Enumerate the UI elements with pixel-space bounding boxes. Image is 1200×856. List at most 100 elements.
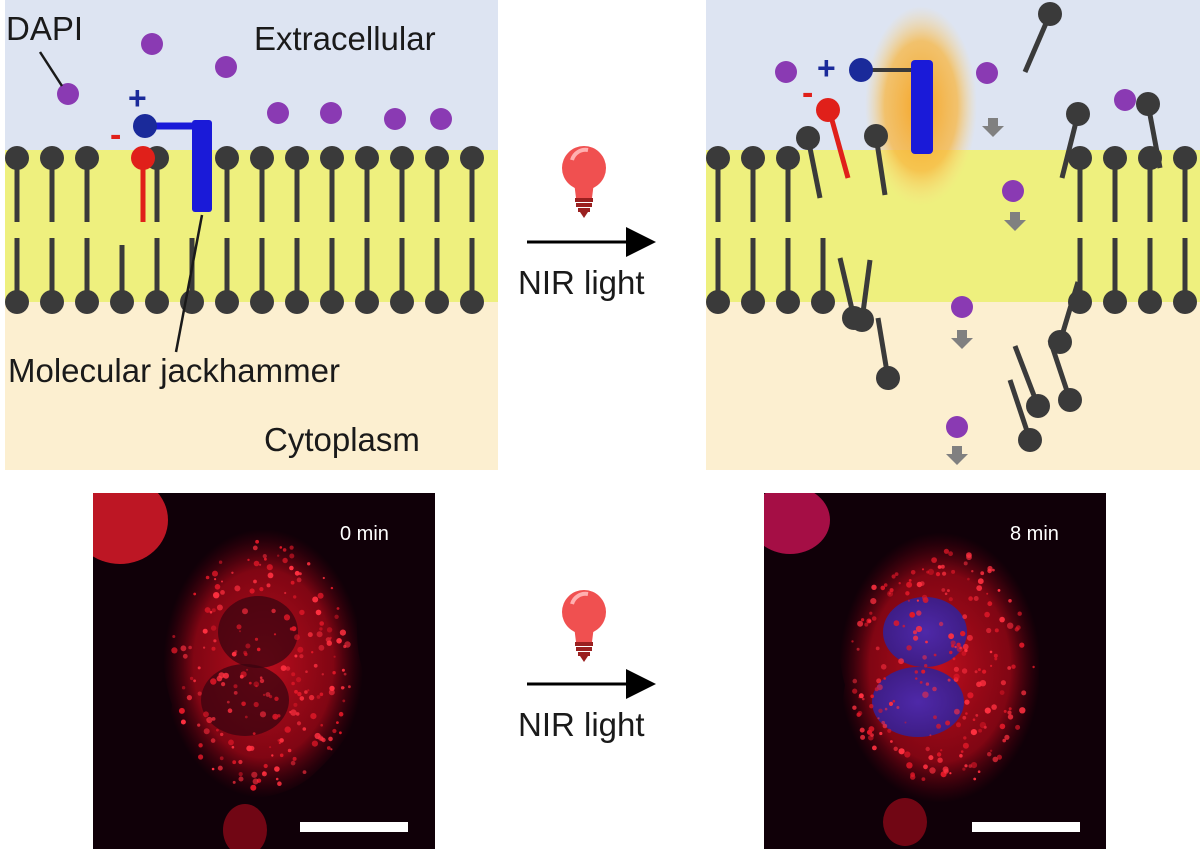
speckle [227, 708, 233, 713]
speckle [999, 616, 1005, 623]
speckle [317, 592, 324, 599]
down-arrow-icon [946, 446, 968, 465]
speckle [339, 629, 346, 636]
speckle [1008, 599, 1012, 603]
lipid-headgroup [1173, 290, 1197, 314]
intact-membrane-panel [5, 0, 498, 470]
lipid-headgroup [811, 290, 835, 314]
speckle [852, 705, 857, 710]
speckle [193, 592, 197, 596]
speckle [919, 581, 925, 586]
speckle [919, 681, 923, 684]
speckle [887, 590, 894, 597]
speckle [294, 654, 298, 658]
speckle [206, 716, 213, 724]
speckle [242, 608, 248, 615]
speckle [284, 591, 287, 595]
lipid-headgroup [741, 290, 765, 314]
speckle [999, 690, 1005, 695]
speckle [336, 607, 340, 610]
lipid-headgroup [776, 146, 800, 170]
nir-arrow-top [527, 146, 656, 257]
speckle [220, 732, 224, 737]
speckle [986, 592, 989, 595]
speckle [299, 696, 305, 701]
lipid-headgroup [215, 290, 239, 314]
speckle [864, 622, 869, 627]
speckle [285, 666, 291, 671]
speckle [246, 745, 253, 752]
speckle [898, 748, 905, 755]
speckle [877, 717, 880, 720]
speckle [898, 658, 904, 665]
speckle [869, 704, 874, 709]
speckle [852, 688, 858, 694]
speckle [293, 595, 297, 599]
speckle [245, 643, 251, 649]
cytoplasm-region [5, 302, 498, 470]
speckle [189, 676, 194, 681]
speckle [991, 704, 997, 710]
speckle [859, 727, 865, 733]
speckle [307, 689, 310, 692]
speckle [928, 755, 934, 761]
speckle [953, 666, 960, 672]
speckle [951, 644, 955, 648]
speckle [297, 691, 302, 697]
speckle [964, 699, 970, 705]
speckle [956, 722, 961, 728]
speckle [332, 728, 337, 734]
lipid-headgroup [1026, 394, 1050, 418]
speckle [1007, 714, 1014, 720]
dapi-molecule [946, 416, 968, 438]
speckle [948, 597, 953, 602]
speckle [936, 752, 942, 757]
speckle [948, 551, 953, 557]
speckle [262, 554, 267, 559]
speckle [339, 731, 342, 735]
speckle [882, 723, 888, 729]
speckle [264, 557, 267, 561]
speckle [291, 626, 297, 632]
speckle [319, 627, 323, 631]
speckle [238, 772, 243, 777]
speckle [220, 590, 225, 595]
speckle [263, 763, 268, 769]
speckle [1008, 707, 1012, 711]
speckle [977, 668, 981, 672]
speckle [904, 721, 907, 724]
speckle [198, 743, 203, 748]
cytoplasm-speckles [171, 539, 351, 791]
speckle [330, 586, 334, 590]
speckle [211, 767, 215, 771]
speckle [1000, 680, 1007, 686]
speckle [1032, 665, 1035, 669]
dapi-molecule [951, 296, 973, 318]
lipid-headgroup [1018, 428, 1042, 452]
speckle [892, 699, 896, 703]
dapi-molecule [775, 61, 797, 83]
speckle [997, 589, 1001, 592]
speckle [913, 635, 919, 641]
speckle [332, 671, 336, 675]
speckle [967, 577, 970, 581]
speckle [275, 777, 279, 781]
speckle [961, 651, 967, 656]
speckle [974, 670, 978, 674]
dapi-molecules [775, 61, 1136, 438]
negative-lipid-tail [829, 119, 851, 179]
speckle [984, 611, 990, 618]
molecular-jackhammer [131, 114, 212, 222]
speckle [869, 611, 873, 615]
speckle [232, 760, 237, 765]
speckle [259, 587, 264, 592]
speckle [940, 564, 945, 569]
speckle [936, 723, 942, 729]
speckle [316, 695, 321, 699]
speckle [248, 681, 252, 685]
speckle [253, 701, 259, 708]
speckle [975, 714, 979, 717]
speckle [874, 687, 879, 692]
speckle [234, 650, 238, 654]
lipid-headgroup [1136, 92, 1160, 116]
